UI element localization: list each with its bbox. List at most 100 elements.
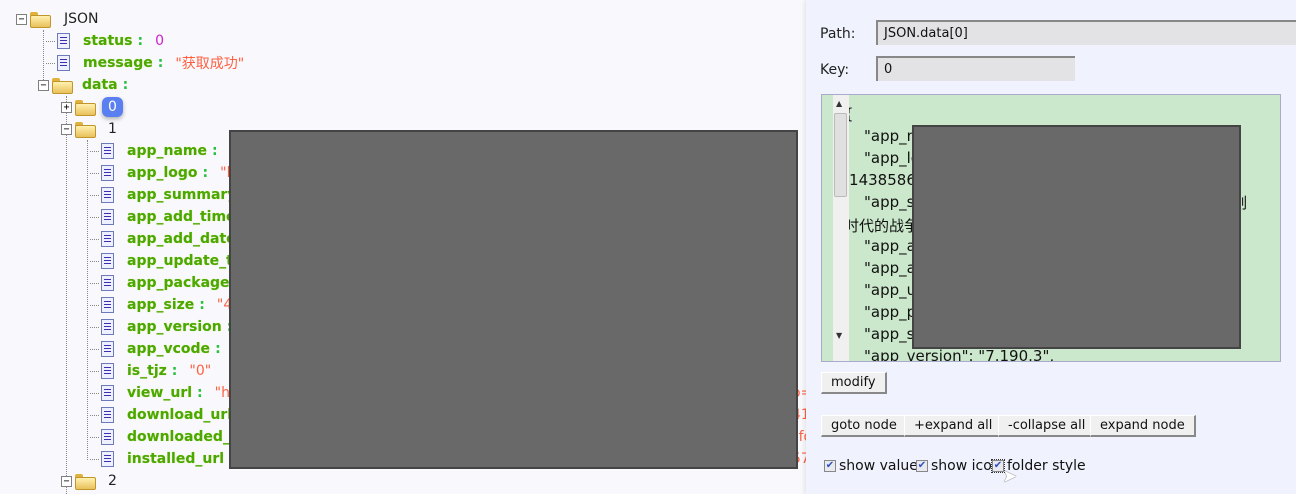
tree-node-data[interactable]: − data: — [38, 74, 140, 96]
node-key: app_size — [127, 297, 195, 313]
checkbox-label: folder style — [1007, 458, 1086, 474]
node-key: app_add_date — [127, 231, 236, 247]
scroll-down-icon[interactable]: ▼ — [836, 331, 843, 340]
collapse-toggle[interactable]: − — [61, 123, 72, 135]
node-value: "0" — [189, 363, 212, 379]
tree-node-app-size[interactable]: app_size: "4 — [88, 294, 232, 316]
goto-node-button[interactable]: goto node — [821, 415, 908, 437]
node-key: app_name — [127, 143, 207, 159]
document-icon — [101, 385, 114, 401]
json-line: "app_su — [864, 193, 924, 211]
redaction-box — [912, 125, 1241, 349]
json-line: "app_version": "7.190.3", — [864, 347, 1055, 362]
node-key: app_add_time — [127, 209, 236, 225]
scroll-up-icon[interactable]: ▲ — [836, 99, 843, 108]
redaction-box — [229, 130, 798, 469]
tree-node-view-url[interactable]: view_url:"ht — [88, 382, 235, 404]
mouse-cursor-icon: ➤ — [1002, 466, 1018, 487]
node-label: 2 — [108, 473, 117, 489]
node-value: 0 — [155, 33, 164, 49]
folder-style-checkbox[interactable]: ✔folder style — [991, 458, 1086, 474]
json-line: 时代的战争 — [844, 217, 920, 235]
tree-node-0[interactable]: + 0 — [61, 96, 123, 118]
tree-node-1[interactable]: − 1 — [61, 118, 117, 140]
colon: : — [197, 385, 203, 401]
document-icon — [57, 33, 70, 49]
path-input[interactable]: JSON.data[0] — [876, 20, 1296, 45]
json-line: /14385868 — [844, 171, 926, 189]
tree-node-2[interactable]: − 2 — [61, 470, 117, 492]
json-line: "app_siz — [864, 325, 927, 343]
document-icon — [101, 165, 114, 181]
node-key: view_url — [127, 385, 193, 401]
tree-node-root[interactable]: − JSON — [16, 8, 99, 30]
checkbox-label: show ico — [931, 458, 992, 474]
collapse-all-button[interactable]: -collapse all — [998, 415, 1097, 437]
scrollbar[interactable]: ▲ ▼ — [833, 95, 849, 361]
tree-node-app-vcode[interactable]: app_vcode: — [88, 338, 233, 360]
tree-node-app-version[interactable]: app_version: — [88, 316, 244, 338]
scrollbar-thumb[interactable] — [834, 113, 847, 197]
tree-node-app-summary[interactable]: app_summary: — [88, 184, 259, 206]
document-icon — [57, 55, 70, 71]
colon: : — [212, 143, 218, 159]
modify-button[interactable]: modify — [821, 372, 887, 394]
node-key: app_summary — [127, 187, 237, 203]
node-key: message — [83, 55, 153, 71]
key-input[interactable]: 0 — [876, 56, 1075, 81]
show-ico-checkbox[interactable]: ✔show ico — [916, 458, 992, 474]
node-key: installed_url — [127, 451, 225, 467]
collapse-toggle[interactable]: − — [16, 13, 27, 25]
expand-toggle[interactable]: + — [61, 101, 72, 113]
folder-icon — [75, 474, 96, 490]
colon: : — [202, 165, 209, 181]
tree-node-message[interactable]: message: "获取成功" — [44, 52, 244, 74]
colon: : — [157, 55, 164, 71]
document-icon — [101, 429, 114, 445]
node-key: downloaded_url — [127, 429, 252, 445]
folder-icon — [75, 122, 96, 138]
folder-icon — [30, 12, 51, 28]
colon: : — [199, 297, 205, 313]
tree-node-installed-url[interactable]: installed_url: — [88, 448, 247, 470]
tree-node-app-logo[interactable]: app_logo:"h — [88, 162, 235, 184]
tree-node-app-name[interactable]: app_name:" — [88, 140, 236, 162]
checkbox-label: show value — [839, 458, 918, 474]
json-tree: − JSON status:0 message:"获取成功" − data: +… — [16, 8, 806, 494]
node-key: app_update_time — [127, 253, 262, 269]
document-icon — [101, 187, 114, 203]
expand-all-button[interactable]: +expand all — [904, 415, 1004, 437]
folder-icon — [75, 100, 96, 116]
node-label: 1 — [108, 121, 117, 137]
document-icon — [101, 231, 114, 247]
node-value: "4 — [216, 297, 233, 313]
node-value: "获取成功" — [175, 56, 245, 72]
selected-node-label[interactable]: 0 — [102, 97, 123, 117]
node-key: download_url — [127, 407, 233, 423]
document-icon — [101, 407, 114, 423]
colon: : — [122, 77, 129, 93]
document-icon — [101, 275, 114, 291]
tree-node-is-tjz[interactable]: is_tjz:"0" — [88, 360, 211, 382]
node-editor-panel: Path: JSON.data[0] Key: 0 {"app_na"app_l… — [806, 0, 1296, 494]
node-key: app_version — [127, 319, 222, 335]
node-key: data — [82, 77, 118, 93]
json-line: "app_up — [864, 281, 926, 299]
document-icon — [101, 363, 114, 379]
node-key: status — [83, 33, 133, 49]
tree-node-status[interactable]: status:0 — [44, 30, 164, 52]
node-key: app_logo — [127, 165, 198, 181]
json-line: "app_na — [864, 127, 926, 145]
node-key: app_vcode — [127, 341, 211, 357]
json-line: "app_ad — [864, 259, 926, 277]
folder-icon — [52, 78, 73, 94]
expand-node-button[interactable]: expand node — [1090, 415, 1196, 437]
document-icon — [101, 253, 114, 269]
document-icon — [101, 451, 114, 467]
show-value-checkbox[interactable]: ✔show value — [824, 458, 918, 474]
collapse-toggle[interactable]: − — [38, 79, 49, 91]
node-key: is_tjz — [127, 363, 167, 379]
json-line: "app_pa — [864, 303, 926, 321]
document-icon — [101, 319, 114, 335]
collapse-toggle[interactable]: − — [61, 475, 72, 487]
